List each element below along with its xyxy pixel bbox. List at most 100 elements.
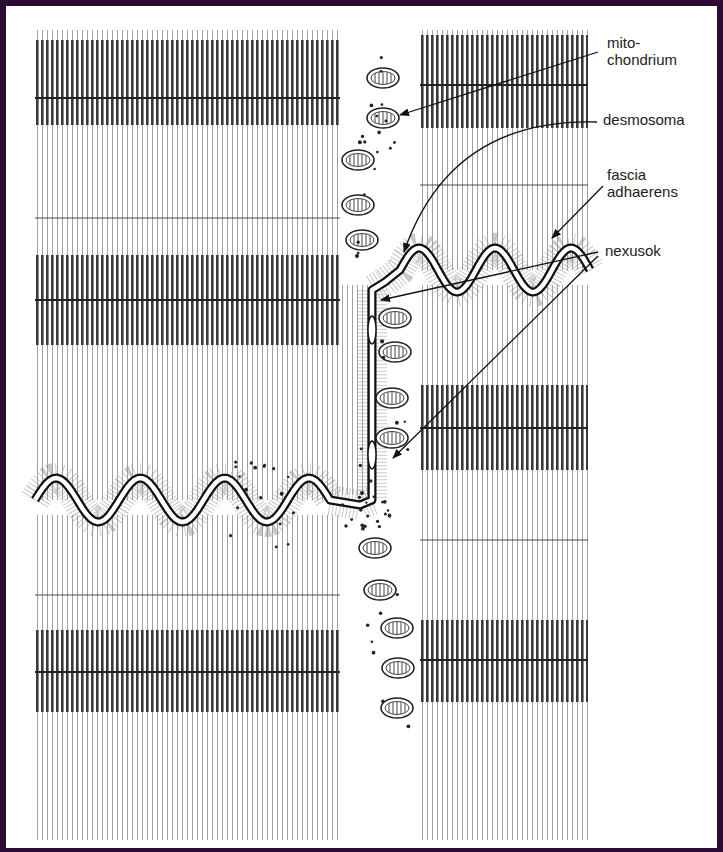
mitochondrion-inner xyxy=(368,584,392,597)
part-label: mito- chondrium xyxy=(605,34,691,68)
glycogen-granule xyxy=(250,461,253,464)
crista xyxy=(384,392,400,404)
glycogen-granule xyxy=(371,640,374,643)
part-label: fascia adhaerens xyxy=(605,166,693,200)
mitochondrion-outer xyxy=(381,618,413,638)
glycogen-granule xyxy=(387,509,389,511)
crista xyxy=(387,312,403,324)
glycogen-granule xyxy=(404,420,406,422)
mitochondrion-outer xyxy=(376,388,408,408)
glycogen-granule xyxy=(344,524,347,527)
sarcomere-line xyxy=(420,427,588,429)
mitochondrion-inner xyxy=(371,72,395,85)
myofibril-region xyxy=(340,285,370,495)
mitochondrion xyxy=(381,698,413,718)
myofibril-region xyxy=(35,30,340,500)
mitochondrion xyxy=(379,308,411,328)
mitochondrion-inner xyxy=(380,392,404,405)
mitochondrion-inner xyxy=(386,662,410,675)
a-band xyxy=(420,385,588,470)
disc-cleft xyxy=(35,248,590,522)
glycogen-granule xyxy=(358,140,362,144)
mitochondrion-inner xyxy=(385,622,409,635)
sarcomere-line xyxy=(35,299,340,301)
sarcomere-line xyxy=(35,595,340,596)
crista xyxy=(375,72,391,84)
glycogen-granule xyxy=(363,193,366,196)
mitochondrion xyxy=(359,538,391,558)
mitochondrion xyxy=(367,68,399,88)
glycogen-granule xyxy=(358,496,361,499)
glycogen-granule xyxy=(280,492,284,496)
glycogen-granule xyxy=(355,254,359,258)
glycogen-granule xyxy=(357,252,360,255)
glycogen-granule xyxy=(381,700,384,703)
leader-line xyxy=(381,252,598,300)
mitochondrion xyxy=(376,428,408,448)
glycogen-granule xyxy=(388,514,392,518)
crista xyxy=(350,154,366,166)
mitochondrion-outer xyxy=(379,342,411,362)
leader-line xyxy=(400,52,598,115)
mitochondrion-inner xyxy=(383,346,407,359)
nexus-junction xyxy=(368,316,376,344)
mitochondrion xyxy=(342,150,374,170)
part-label: desmosoma xyxy=(601,111,687,128)
glycogen-granule xyxy=(389,147,392,150)
glycogen-granule xyxy=(366,623,370,627)
mitochondrion-inner xyxy=(346,154,370,167)
sarcomere-line xyxy=(420,659,588,661)
leader-group xyxy=(381,52,603,458)
mitochondrion-outer xyxy=(381,698,413,718)
mitochondrion-inner xyxy=(380,432,404,445)
mitochondrion-outer xyxy=(367,68,399,88)
glycogen-granule xyxy=(380,339,384,343)
mitochondrion-outer xyxy=(382,658,414,678)
glycogen-granule xyxy=(370,104,374,108)
glycogen-granule xyxy=(376,520,379,523)
leader-line xyxy=(552,186,603,238)
sarcomere-line xyxy=(420,84,588,86)
glycogen-granule xyxy=(384,119,387,122)
a-band xyxy=(420,620,588,702)
sarcomere-line xyxy=(35,671,340,673)
mitochondrion xyxy=(367,108,399,128)
glycogen-granule xyxy=(406,448,409,451)
glycogen-granule xyxy=(234,460,237,463)
mitochondrion-outer xyxy=(342,150,374,170)
glycogen-granule xyxy=(373,168,376,171)
glycogen-granule xyxy=(272,467,275,470)
crista xyxy=(350,199,366,211)
crista xyxy=(367,542,383,554)
leader-line xyxy=(393,256,598,458)
glycogen-granule xyxy=(360,447,363,450)
mitochondrion-outer xyxy=(346,230,378,250)
glycogen-granule xyxy=(369,479,372,482)
disc-outline xyxy=(35,248,590,522)
mitochondrion-inner xyxy=(383,312,407,325)
glycogen-granule xyxy=(238,475,240,477)
a-band xyxy=(35,630,340,712)
a-band xyxy=(35,40,340,125)
mitochondrion-outer xyxy=(379,308,411,328)
mitochondrion xyxy=(376,388,408,408)
glycogen-granule xyxy=(382,356,386,360)
glycogen-granule xyxy=(356,240,359,243)
glycogen-granule xyxy=(380,56,383,59)
glycogen-granule xyxy=(407,724,411,728)
crista xyxy=(390,662,406,674)
part-label: nexusok xyxy=(603,242,663,259)
glycogen-granule xyxy=(360,491,364,495)
myofibril-region xyxy=(35,515,340,840)
sarcomere-line xyxy=(420,185,588,186)
mitochondrion-inner xyxy=(346,199,370,212)
disc-fuzz xyxy=(35,248,590,522)
mitochondrion-outer xyxy=(376,428,408,448)
crista xyxy=(389,622,405,634)
mitochondrion-inner xyxy=(350,234,374,247)
glycogen-granule xyxy=(279,523,282,526)
glycogen-granule xyxy=(365,501,367,503)
crista xyxy=(354,234,370,246)
glycogen-granule xyxy=(287,543,290,546)
glycogen-granule xyxy=(384,512,387,515)
